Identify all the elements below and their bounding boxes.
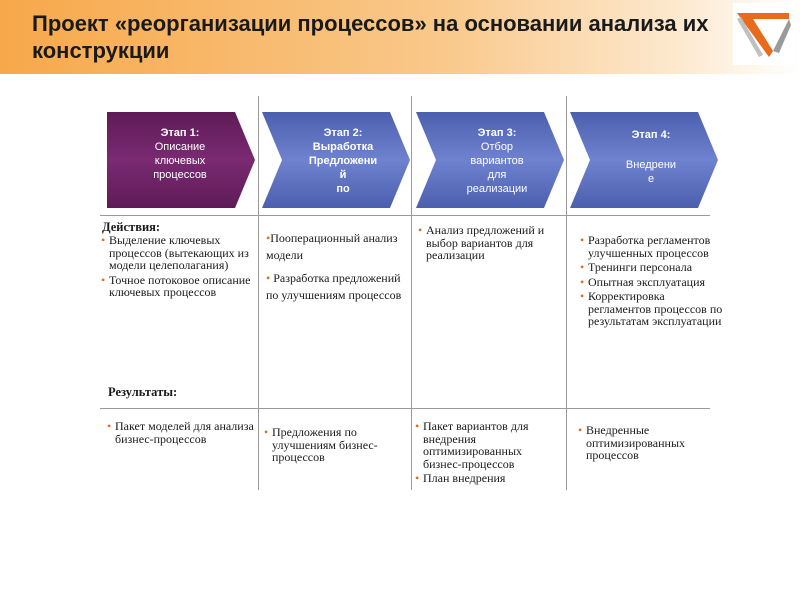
logo-icon bbox=[733, 3, 795, 65]
stage-4-line: Внедрени bbox=[625, 159, 677, 171]
column-divider-3 bbox=[566, 96, 567, 490]
page-title: Проект «реорганизации процессов» на осно… bbox=[32, 11, 709, 63]
result-item: Предложения по улучшениям бизнес-процесс… bbox=[264, 426, 409, 464]
actions-label: Действия: bbox=[102, 220, 161, 234]
results-column-2: Предложения по улучшениям бизнес-процесс… bbox=[264, 426, 409, 466]
column-divider-1 bbox=[258, 96, 259, 490]
stage-1-chevron: Этап 1: Описание ключевых процессов bbox=[107, 112, 255, 208]
title-banner bbox=[0, 0, 800, 74]
action-item: Корректировка регламентов процессов по р… bbox=[580, 290, 730, 328]
stage-1-label: Этап 1: bbox=[160, 127, 200, 139]
stage-2-line: Предложени bbox=[308, 155, 378, 167]
action-item: Анализ предложений и выбор вариантов для… bbox=[418, 224, 563, 262]
actions-column-4: Разработка регламентов улучшенных процес… bbox=[580, 234, 730, 330]
action-item: Разработка регламентов улучшенных процес… bbox=[580, 234, 730, 259]
stage-3-label: Этап 3: bbox=[477, 127, 517, 139]
stage-2-line: й bbox=[339, 169, 347, 181]
results-column-3: Пакет вариантов для внедрения оптимизиро… bbox=[415, 420, 563, 487]
stage-2-chevron: Этап 2: Выработка Предложени й по bbox=[262, 112, 410, 208]
results-column-4: Внедренные оптимизированных процессов bbox=[578, 424, 728, 464]
action-item: Опытная эксплуатация bbox=[580, 275, 730, 289]
actions-column-2: •Пооперационный анализ модели • Разработ… bbox=[266, 230, 406, 310]
stage-4-chevron: Этап 4: Внедрени е bbox=[570, 112, 718, 208]
stage-3-line: реализации bbox=[466, 183, 528, 195]
action-item: • Разработка предложений по улучшениям п… bbox=[266, 271, 402, 302]
stage-3-line: вариантов bbox=[470, 155, 524, 167]
stage-1-line: ключевых bbox=[154, 155, 206, 167]
stage-1-line: Описание bbox=[154, 141, 206, 153]
action-item: Тренинги персонала bbox=[580, 261, 730, 274]
result-item: Пакет моделей для анализа бизнес-процесс… bbox=[107, 420, 255, 445]
stage-2-line: по bbox=[336, 183, 350, 195]
action-item: Выделение ключевых процессов (вытекающих… bbox=[101, 234, 255, 272]
results-label: Результаты: bbox=[108, 385, 178, 399]
stage-2-label: Этап 2: bbox=[323, 127, 363, 139]
stage-3-chevron: Этап 3: Отбор вариантов для реализации bbox=[416, 112, 564, 208]
stage-3-line: для bbox=[487, 169, 507, 181]
column-divider-2 bbox=[411, 96, 412, 490]
row-divider-results bbox=[100, 408, 710, 409]
stage-1-line: процессов bbox=[153, 169, 207, 181]
action-item: Точное потоковое описание ключевых проце… bbox=[101, 273, 255, 299]
result-item: Внедренные оптимизированных процессов bbox=[578, 424, 728, 462]
action-item: •Пооперационный анализ модели bbox=[266, 231, 398, 262]
results-column-1: Пакет моделей для анализа бизнес-процесс… bbox=[107, 420, 255, 447]
row-divider-top bbox=[100, 215, 710, 216]
actions-column-1: Выделение ключевых процессов (вытекающих… bbox=[101, 234, 255, 301]
actions-column-3: Анализ предложений и выбор вариантов для… bbox=[418, 224, 563, 264]
stage-4-label: Этап 4: bbox=[631, 129, 671, 141]
stage-3-line: Отбор bbox=[480, 141, 514, 153]
stage-2-line: Выработка bbox=[312, 141, 374, 153]
result-item: Пакет вариантов для внедрения оптимизиро… bbox=[415, 420, 563, 470]
result-item: План внедрения bbox=[415, 472, 563, 485]
stage-4-line: е bbox=[647, 173, 655, 185]
